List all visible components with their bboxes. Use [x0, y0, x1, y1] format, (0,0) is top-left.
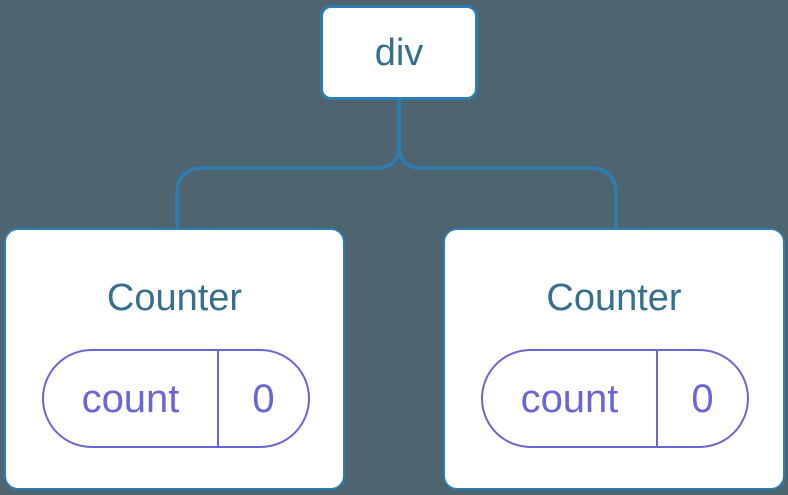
- counter-title: Counter: [106, 277, 243, 319]
- state-pill: count 0: [481, 349, 749, 448]
- tree-node-root: div: [320, 5, 478, 100]
- state-key-label: count: [44, 351, 219, 446]
- tree-node-counter-1: Counter count 0: [4, 228, 345, 490]
- root-node-label: div: [374, 31, 424, 74]
- connector-right-branch: [397, 98, 618, 230]
- state-pill: count 0: [42, 349, 310, 448]
- state-value: 0: [252, 376, 275, 421]
- tree-node-counter-2: Counter count 0: [443, 228, 785, 490]
- state-value: 0: [691, 376, 714, 421]
- counter-title: Counter: [546, 277, 682, 319]
- connector-left-branch: [175, 98, 401, 230]
- state-key-label: count: [483, 351, 658, 446]
